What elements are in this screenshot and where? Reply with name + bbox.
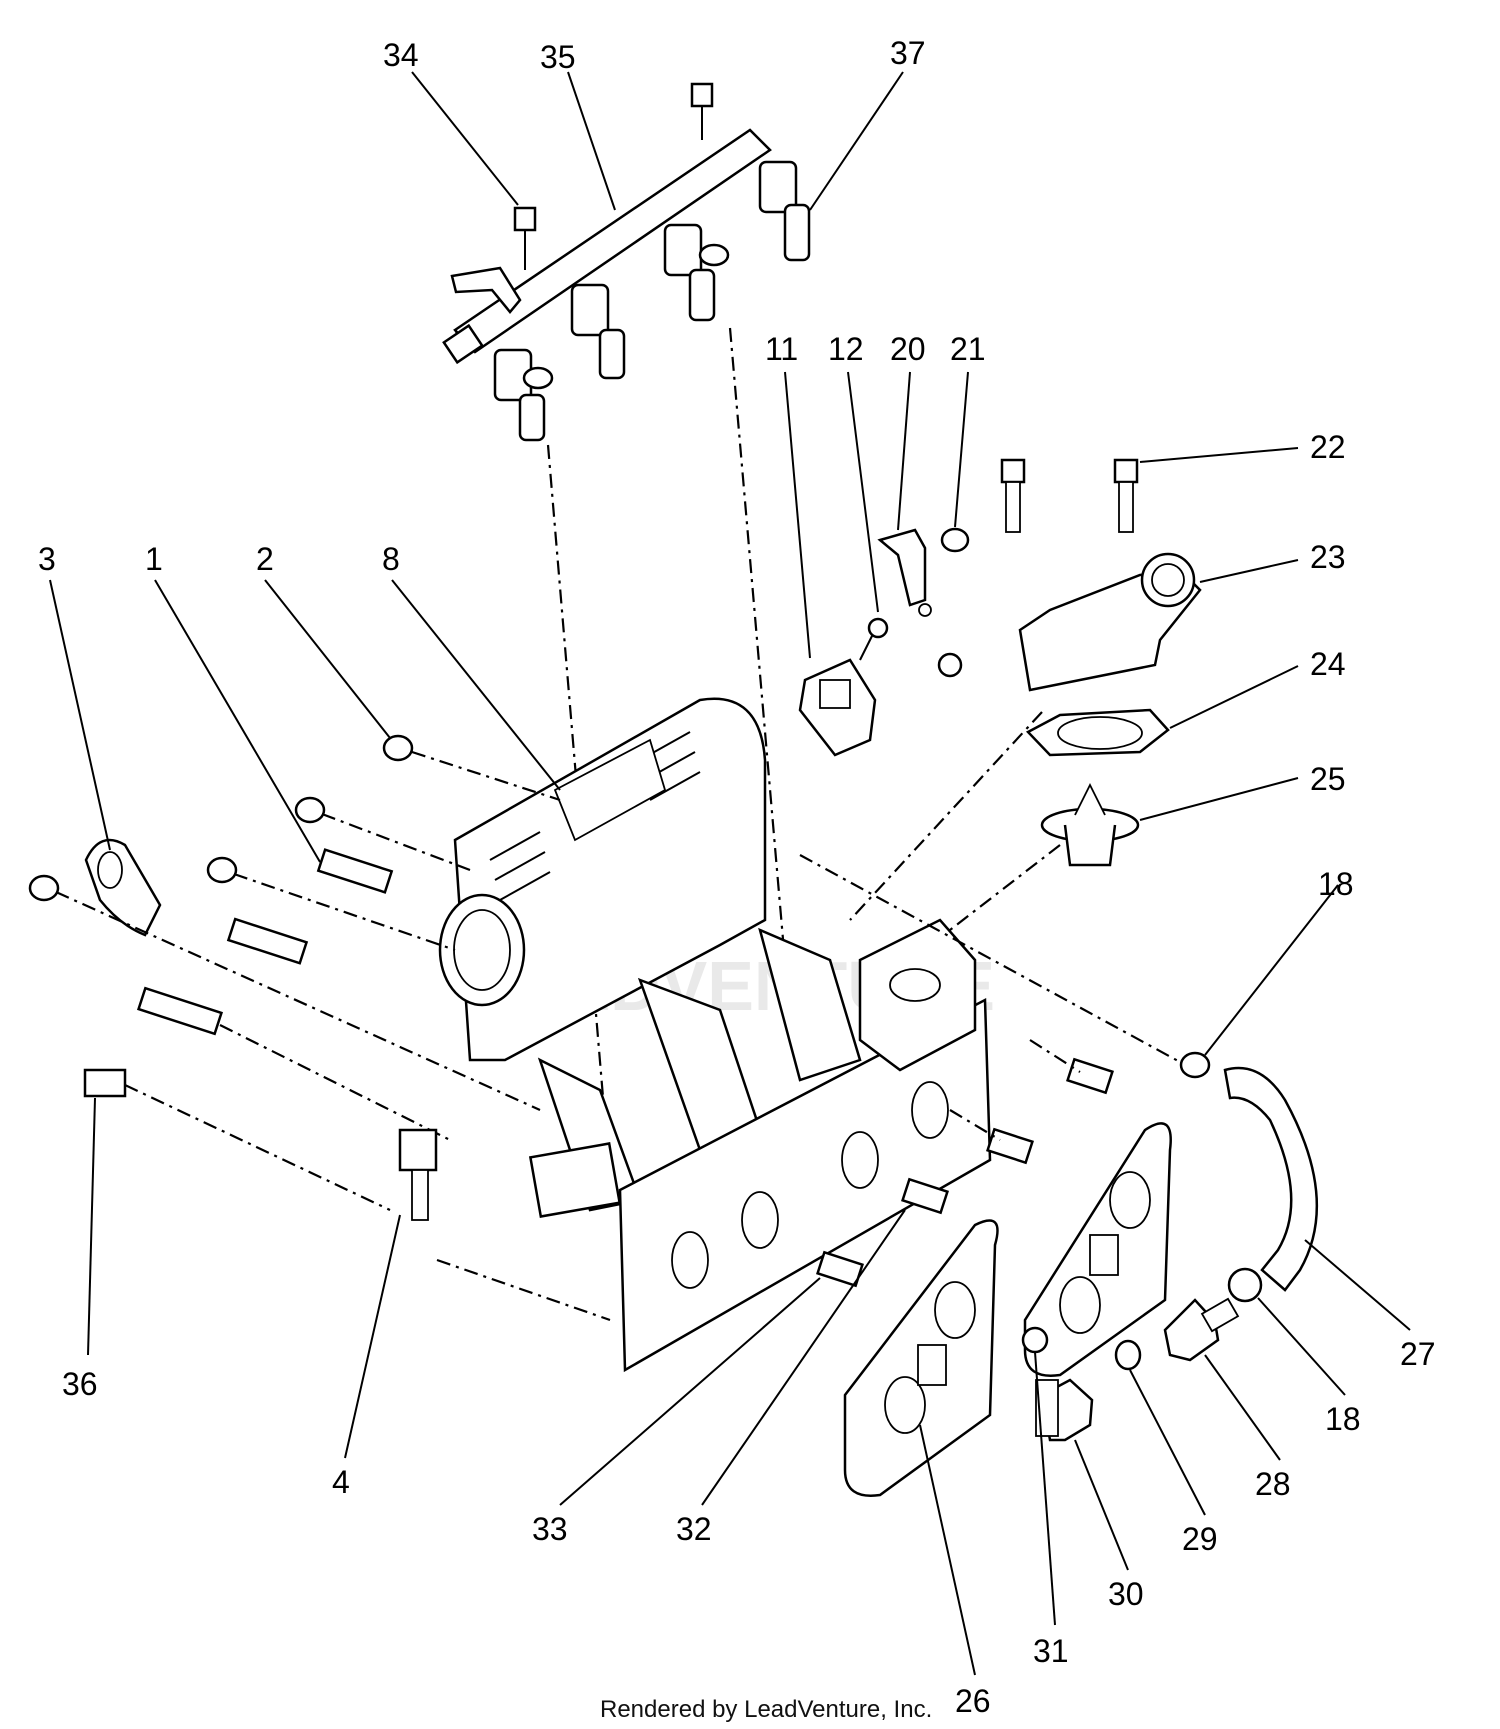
callout-36: 36: [62, 1366, 98, 1402]
coolant-hose-27[interactable]: [1223, 1066, 1319, 1292]
rail-bolt-34[interactable]: [513, 206, 537, 270]
nut-2[interactable]: [382, 734, 414, 762]
intake-gasket-26[interactable]: [843, 1219, 999, 1497]
callout-34: 34: [383, 37, 419, 73]
bracket-3[interactable]: [84, 838, 162, 937]
callout-33: 33: [532, 1511, 568, 1547]
intake-gasket-upper[interactable]: [1023, 1122, 1172, 1377]
vacuum-hose-fitting[interactable]: [877, 528, 932, 617]
fuel-injector-1[interactable]: [493, 348, 554, 442]
callout-35: 35: [540, 39, 576, 75]
rail-bolt-top[interactable]: [690, 82, 714, 140]
nut-left[interactable]: [206, 856, 238, 884]
leader-lines: [49, 71, 1411, 1676]
callout-27: 27: [1400, 1336, 1436, 1372]
callout-18-lower: 18: [1325, 1401, 1361, 1437]
bolt-36[interactable]: [83, 1068, 127, 1098]
dowel-32[interactable]: [901, 1177, 949, 1215]
elbow-fitting-30[interactable]: [1035, 1378, 1094, 1442]
map-sensor[interactable]: [798, 658, 877, 757]
fuel-injector-3[interactable]: [663, 223, 730, 322]
callout-11: 11: [765, 331, 798, 367]
callout-4: 4: [332, 1464, 350, 1500]
coolant-temp-sensor[interactable]: [398, 1128, 438, 1221]
hose-clamp-21-lower[interactable]: [937, 652, 963, 678]
callout-23: 23: [1310, 539, 1346, 575]
dowel-upper[interactable]: [986, 1127, 1034, 1165]
callout-2: 2: [256, 541, 274, 577]
thermostat[interactable]: [1040, 782, 1140, 867]
callout-8: 8: [382, 541, 400, 577]
nut-upper[interactable]: [294, 796, 326, 824]
callout-22: 22: [1310, 429, 1346, 465]
callout-37: 37: [890, 35, 926, 71]
stud-1[interactable]: [316, 848, 394, 894]
callout-18-upper: 18: [1318, 866, 1354, 902]
hose-clamp-18-lower[interactable]: [1227, 1267, 1263, 1303]
thermostat-housing-bolt-left[interactable]: [1000, 458, 1026, 533]
hose-clamp-21-upper[interactable]: [940, 527, 970, 553]
callout-20: 20: [890, 331, 926, 367]
intake-manifold[interactable]: [438, 697, 992, 1373]
fuel-rail-assembly[interactable]: [442, 128, 811, 442]
callout-1: 1: [145, 541, 163, 577]
hose-clamp-29[interactable]: [1114, 1339, 1142, 1371]
callout-21: 21: [950, 331, 986, 367]
callout-12: 12: [828, 331, 864, 367]
thermostat-housing[interactable]: [1018, 552, 1202, 692]
map-sensor-screw[interactable]: [859, 617, 889, 661]
nut-far-left[interactable]: [28, 874, 60, 902]
stud-long[interactable]: [136, 986, 224, 1036]
callout-24: 24: [1310, 646, 1346, 682]
footer-credit: Rendered by LeadVenture, Inc.: [600, 1696, 932, 1723]
dowel-right[interactable]: [1066, 1057, 1114, 1095]
hose-clamp-31[interactable]: [1021, 1326, 1049, 1354]
callout-28: 28: [1255, 1466, 1291, 1502]
callout-32: 32: [676, 1511, 712, 1547]
thermostat-gasket[interactable]: [1025, 708, 1170, 757]
callout-25: 25: [1310, 761, 1346, 797]
fuel-injector-2[interactable]: [570, 283, 626, 380]
fuel-injector-4[interactable]: [758, 160, 811, 262]
callout-labels: 34 35 37 11 12 20 21 22 23 24 25 18 3 1 …: [38, 35, 1436, 1719]
callout-30: 30: [1108, 1576, 1144, 1612]
plenum-ribs: [489, 731, 701, 901]
check-valve-28[interactable]: [1163, 1297, 1240, 1362]
callout-26: 26: [955, 1683, 991, 1719]
callout-31: 31: [1033, 1633, 1069, 1669]
callout-3: 3: [38, 541, 56, 577]
thermostat-housing-bolt-right[interactable]: [1113, 458, 1139, 533]
stud-lower[interactable]: [226, 917, 309, 965]
hose-clamp-18-upper[interactable]: [1179, 1051, 1211, 1079]
callout-29: 29: [1182, 1521, 1218, 1557]
